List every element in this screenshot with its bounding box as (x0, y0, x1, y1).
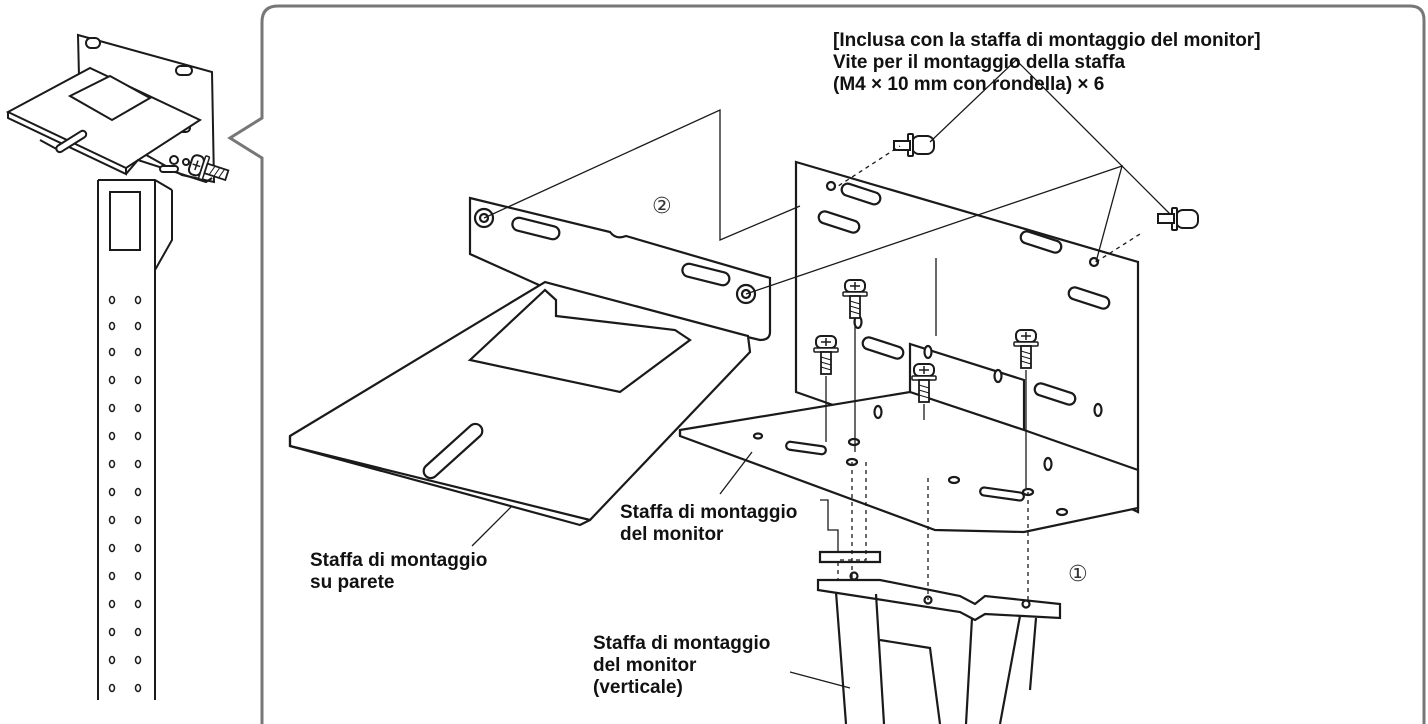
wall-bracket-label: Staffa di montaggio su parete (310, 550, 488, 593)
horizontal-screws (893, 133, 1199, 231)
wall-mount-bracket (288, 196, 772, 527)
guide-lines (483, 59, 1171, 604)
step-marker-2: ② (652, 194, 672, 219)
screw-callout-label: [Inclusa con la staffa di montaggio del … (833, 30, 1261, 95)
label-leaders (471, 451, 851, 689)
pole-holes (108, 295, 142, 693)
overview-pole-assembly (5, 33, 216, 700)
monitor-bracket-vertical (816, 550, 1062, 724)
step-marker-1: ① (1068, 562, 1088, 587)
screw-icon (1157, 207, 1199, 231)
monitor-bracket-label: Staffa di montaggio del monitor (620, 502, 798, 545)
monitor-bracket-vertical-label: Staffa di montaggio del monitor (vertica… (593, 633, 771, 698)
callout-frame (227, 4, 1426, 724)
monitor-mounting-bracket (678, 160, 1140, 534)
screw-icon (893, 133, 935, 157)
